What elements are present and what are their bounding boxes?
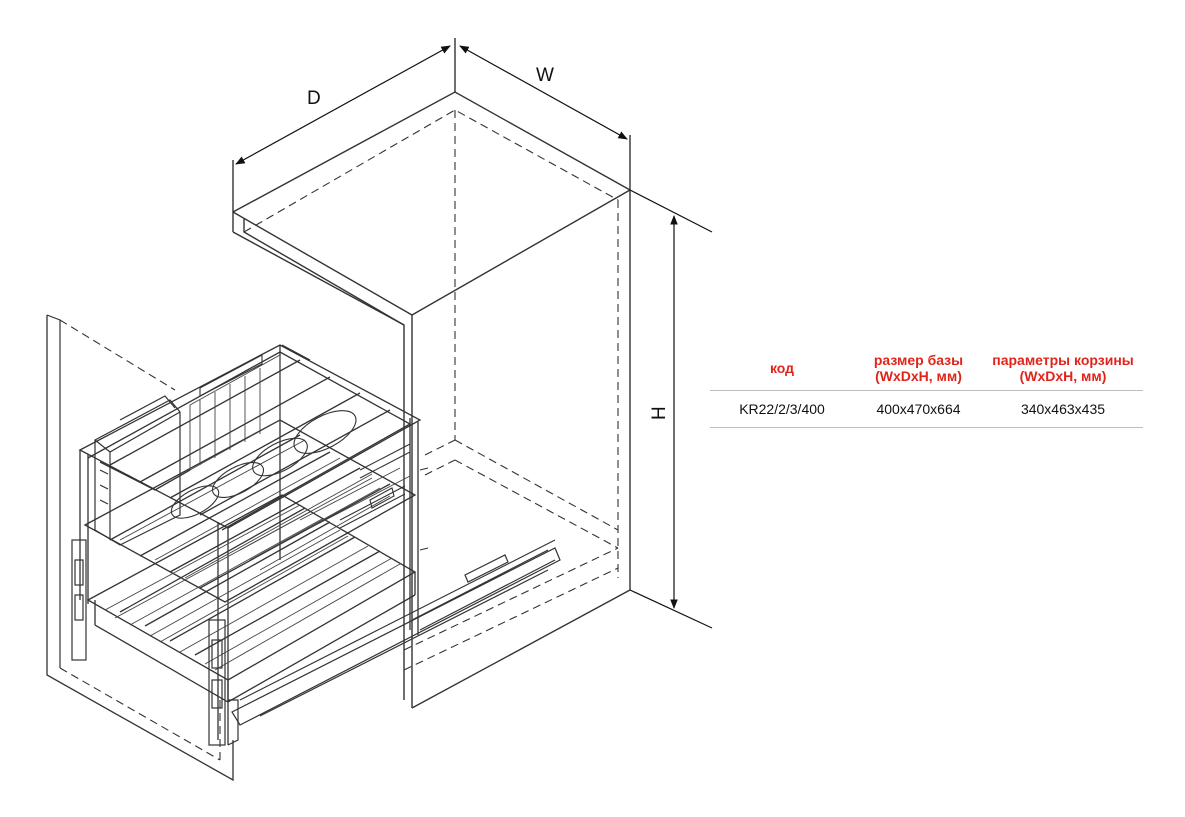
header-basket-params: параметры корзины (WxDxH, мм)	[992, 352, 1134, 384]
cell-base-size: 400x470x664	[876, 401, 961, 417]
height-label: H	[649, 406, 670, 420]
table-row: KR22/2/3/400 400x470x664 340x463x435	[710, 391, 1143, 428]
spec-table: код размер базы (WxDxH, мм) параметры ко…	[710, 352, 1143, 428]
basket-back-frame	[199, 344, 429, 551]
depth-label: D	[307, 88, 321, 109]
mounting-brackets	[71, 539, 239, 746]
spec-table-header-row: код размер базы (WxDxH, мм) параметры ко…	[710, 352, 1143, 391]
basket-round-holders	[170, 410, 357, 519]
header-code: код	[769, 360, 795, 376]
side-panel	[46, 314, 234, 782]
cell-basket-params: 340x463x435	[1020, 401, 1106, 417]
dimension-lines	[232, 38, 713, 629]
basket-wire-mesh	[104, 354, 411, 671]
basket-caddy-box	[94, 395, 181, 546]
cabinet-outline	[232, 91, 631, 709]
basket-frame	[78, 344, 422, 745]
cell-code: KR22/2/3/400	[739, 401, 825, 417]
drawer-runners	[231, 539, 561, 726]
width-label: W	[536, 65, 554, 86]
cabinet-hidden-lines	[243, 109, 619, 671]
header-base-size: размер базы (WxDxH, мм)	[873, 352, 964, 384]
